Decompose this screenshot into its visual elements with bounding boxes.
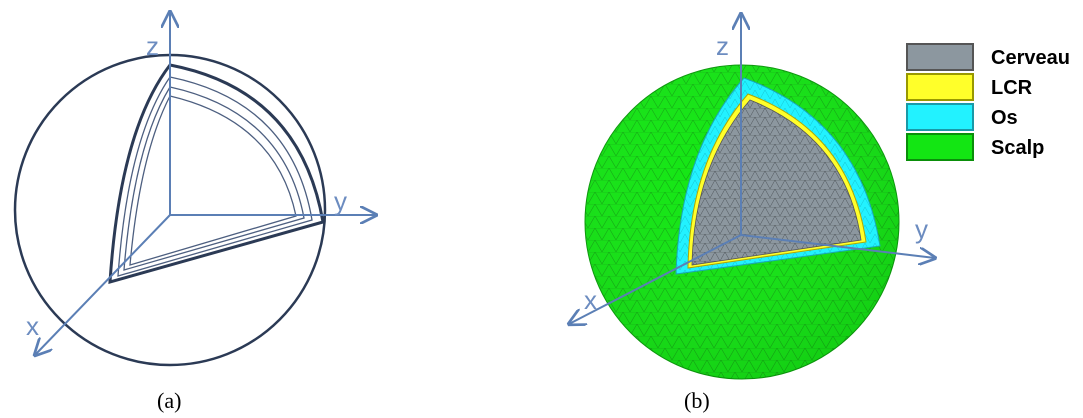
legend-swatch-lcr (907, 74, 973, 100)
x-axis-a (35, 215, 170, 355)
legend-label-lcr: LCR (991, 77, 1033, 99)
y-label-a: y (334, 186, 347, 216)
panel-a-diagram: z y x (a) (15, 12, 376, 413)
x-label-b: x (584, 285, 597, 315)
caption-a: (a) (157, 388, 181, 413)
legend-swatch-cerveau (907, 44, 973, 70)
legend-swatch-scalp (907, 134, 973, 160)
cutout-outer-shell (110, 65, 323, 282)
y-label-b: y (915, 214, 928, 244)
panel-b-diagram: z y x (b) (569, 14, 935, 413)
z-label-b: z (716, 31, 729, 61)
legend-swatch-os (907, 104, 973, 130)
legend-label-os: Os (991, 107, 1018, 129)
x-label-a: x (26, 311, 39, 341)
cutout-shell-4 (130, 96, 296, 265)
legend-label-cerveau: Cerveau (991, 47, 1070, 69)
legend-label-scalp: Scalp (991, 137, 1044, 159)
caption-b: (b) (684, 388, 710, 413)
cutout-shell-3 (124, 87, 304, 270)
z-label-a: z (146, 31, 159, 61)
